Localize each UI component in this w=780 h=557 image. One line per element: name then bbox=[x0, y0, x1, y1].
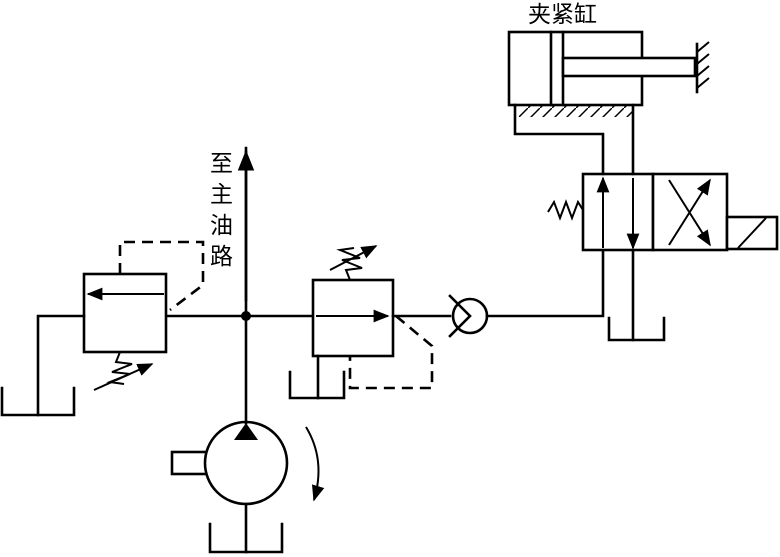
fixed-wall-hatch bbox=[696, 41, 710, 89]
reducing-valve-adjust-arrow bbox=[329, 245, 378, 271]
clamp-cylinder-label: 夹紧缸 bbox=[528, 2, 597, 28]
check-to-directional-valve-line bbox=[485, 248, 605, 318]
relief-valve-tank bbox=[0, 386, 76, 417]
directional-valve-return-spring bbox=[547, 199, 584, 221]
solenoid-winding bbox=[737, 217, 767, 249]
pressure-reducing-valve bbox=[311, 245, 434, 390]
relief-valve-spring bbox=[106, 351, 133, 385]
relief-valve-body bbox=[82, 272, 168, 354]
pump-drive-shaft bbox=[170, 450, 210, 476]
reducing-valve-spring bbox=[336, 247, 363, 281]
reducing-valve-tank bbox=[288, 370, 346, 400]
directional-valve-tank bbox=[607, 316, 666, 342]
relief-valve-drain-line bbox=[36, 314, 86, 417]
relief-valve-adjust-arrow bbox=[93, 363, 154, 391]
directional-control-valve bbox=[547, 172, 779, 252]
to-main-circuit-label-char-1: 至 bbox=[210, 151, 233, 177]
to-main-circuit-label-char-4: 路 bbox=[210, 244, 233, 270]
directional-valve-left-block bbox=[581, 172, 655, 252]
check-valve-seat bbox=[448, 294, 472, 338]
reducing-valve-pilot-line bbox=[348, 315, 434, 390]
pump-rotation-arrow bbox=[305, 426, 325, 502]
clamp-cylinder bbox=[507, 30, 710, 117]
pump-tank bbox=[208, 522, 284, 554]
cylinder-rod-side-port-line bbox=[513, 103, 605, 176]
relief-valve bbox=[82, 240, 205, 391]
relief-valve-pilot-line bbox=[118, 240, 205, 312]
hydraulic-pump bbox=[170, 420, 325, 506]
to-main-circuit-label-char-2: 主 bbox=[210, 182, 233, 208]
cylinder-rod bbox=[561, 56, 697, 78]
cylinder-base-hatch bbox=[519, 105, 633, 117]
to-main-circuit-label-char-3: 油 bbox=[210, 213, 233, 239]
pump-outlet-triangle bbox=[234, 423, 258, 440]
check-valve bbox=[448, 294, 489, 338]
junction-dot bbox=[241, 311, 251, 321]
reducing-valve-body bbox=[311, 278, 395, 358]
dv-cross-arrow-b bbox=[668, 178, 711, 246]
